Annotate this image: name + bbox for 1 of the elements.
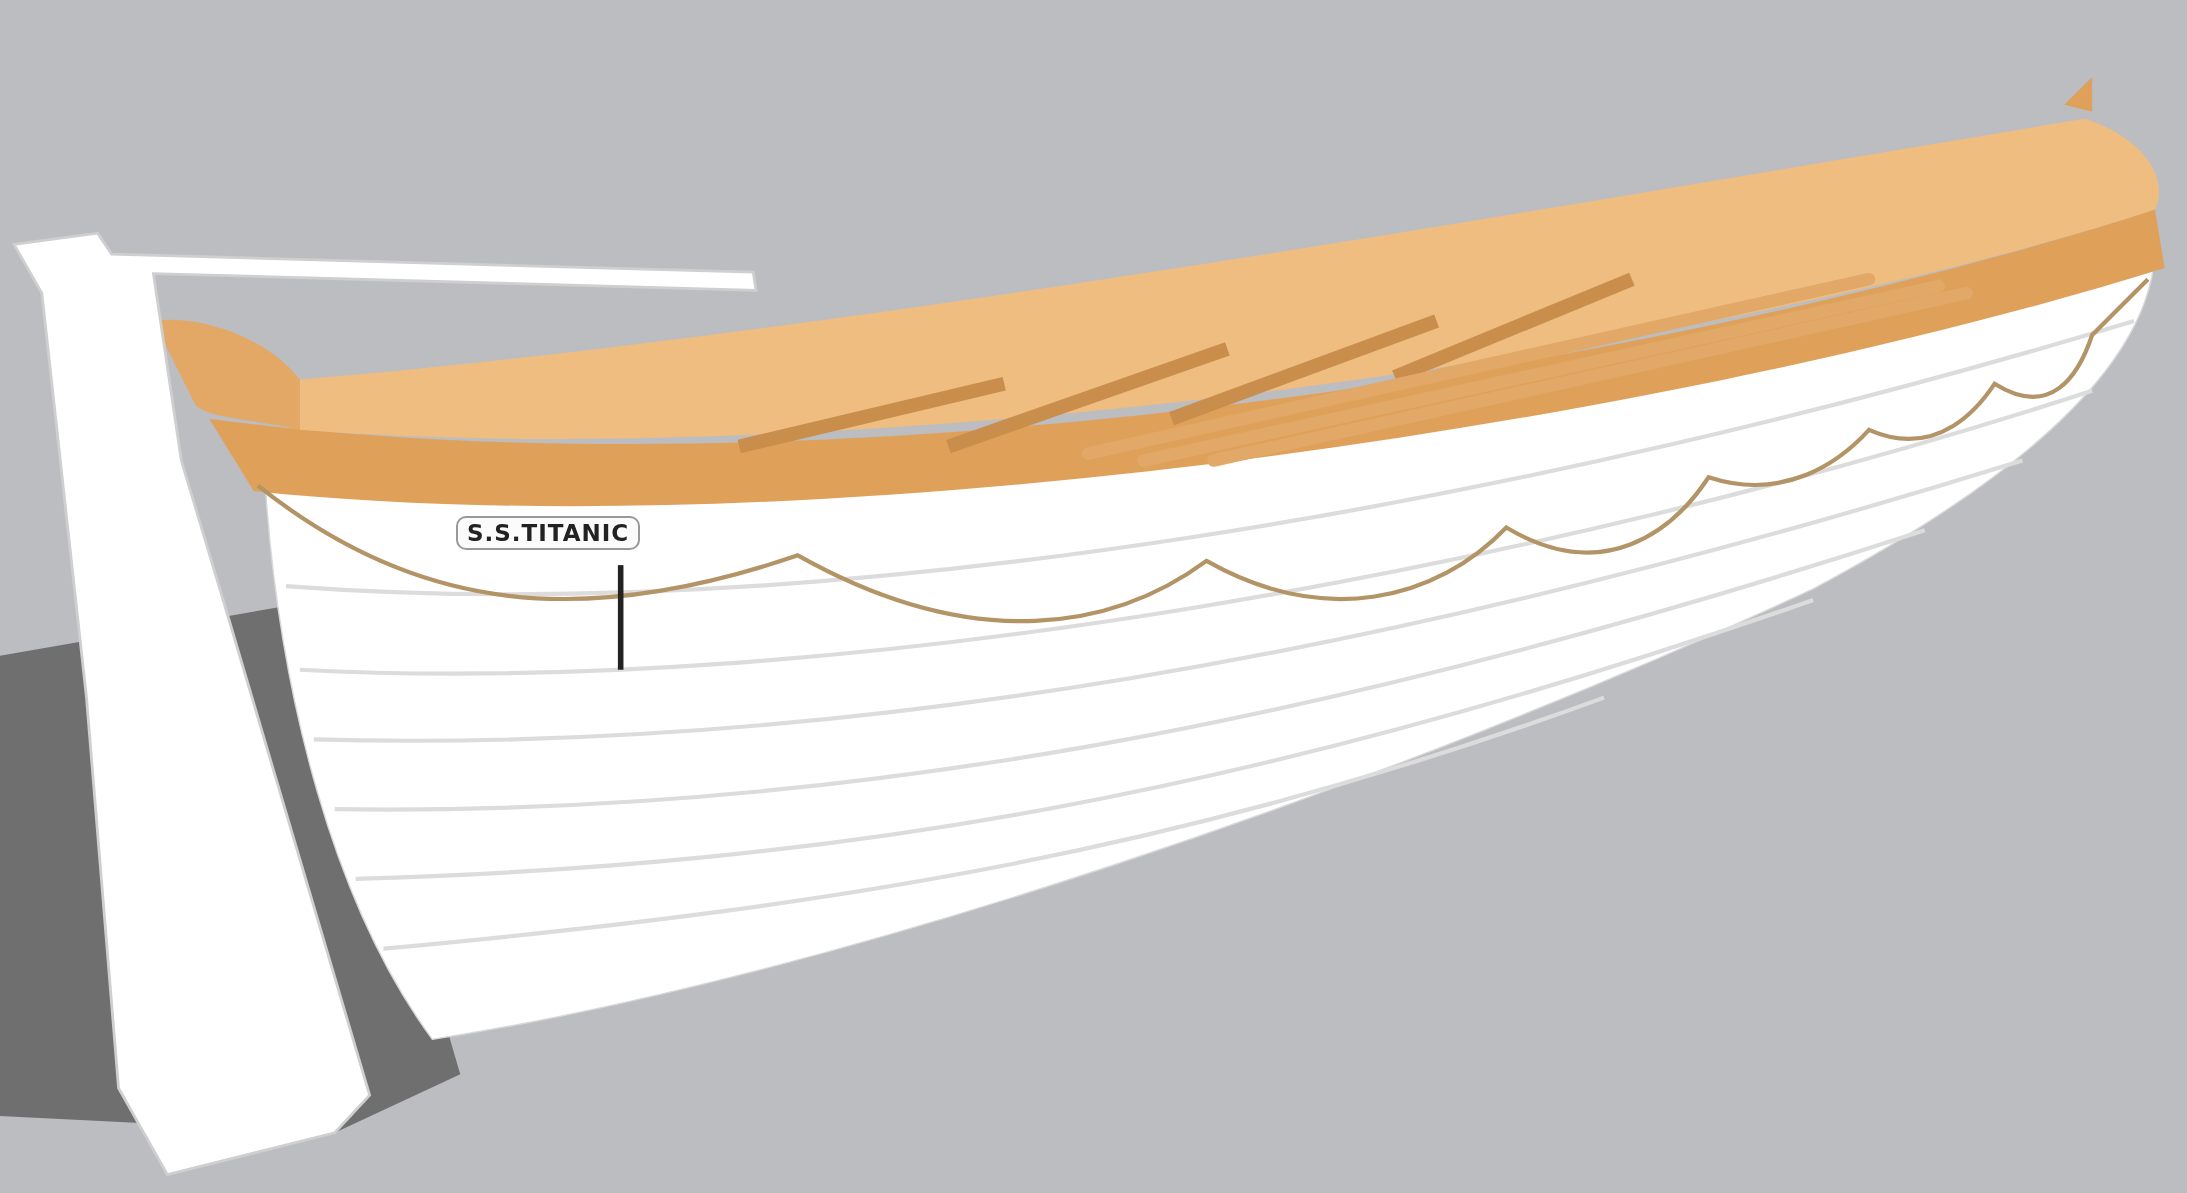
name-plate: S.S.TITANIC [456, 516, 641, 550]
